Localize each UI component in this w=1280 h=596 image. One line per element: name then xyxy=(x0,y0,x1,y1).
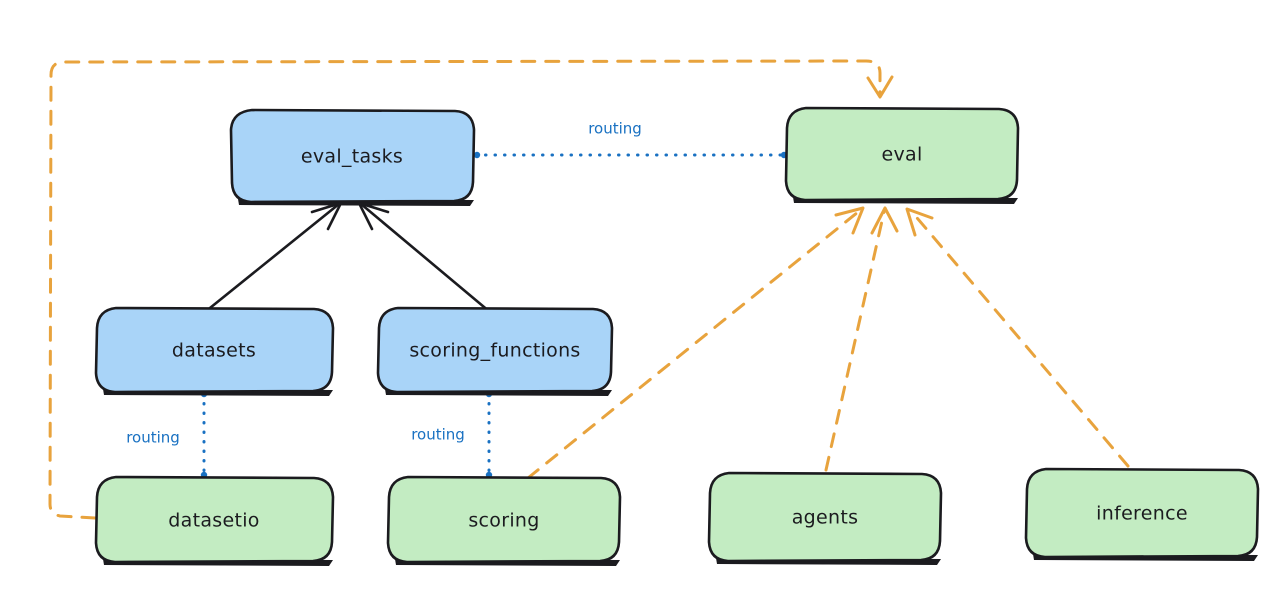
edge-datasets-datasetio xyxy=(200,390,208,479)
node-label-agents: agents xyxy=(792,507,859,529)
node-agents[interactable]: agents xyxy=(707,471,943,565)
edge-label-routing-scoring-functions-scoring: routing xyxy=(398,422,478,446)
edge-inference-eval xyxy=(905,207,1130,468)
node-datasetio[interactable]: datasetio xyxy=(94,475,335,566)
node-scoring[interactable]: scoring xyxy=(386,475,622,566)
node-label-inference: inference xyxy=(1096,503,1188,525)
node-label-scoring: scoring xyxy=(468,510,539,532)
node-label-datasetio: datasetio xyxy=(168,510,259,532)
node-eval[interactable]: eval xyxy=(784,106,1020,204)
edge-agents-eval xyxy=(824,206,899,472)
edge-label-text: routing xyxy=(411,426,465,444)
node-datasets[interactable]: datasets xyxy=(94,306,335,396)
edge-label-text: routing xyxy=(126,429,180,447)
node-eval-tasks[interactable]: eval_tasks xyxy=(229,108,476,206)
edge-eval_tasks-eval xyxy=(473,151,788,159)
edge-label-routing-eval-tasks-eval: routing xyxy=(575,116,655,140)
node-label-eval-tasks: eval_tasks xyxy=(301,146,403,168)
edge-label-text: routing xyxy=(588,120,642,138)
edge-datasetio-eval xyxy=(48,59,894,520)
edge-label-routing-datasets-datasetio: routing xyxy=(113,425,193,449)
edge-scoring_functions-scoring xyxy=(485,390,493,479)
edge-scoring-eval xyxy=(526,206,865,480)
edge-datasets-eval_tasks xyxy=(203,201,343,314)
node-label-eval: eval xyxy=(881,144,922,166)
node-label-scoring-functions: scoring_functions xyxy=(409,340,580,362)
edge-scoring_functions-eval_tasks xyxy=(357,201,492,314)
node-scoring-functions[interactable]: scoring_functions xyxy=(376,306,614,396)
node-label-datasets: datasets xyxy=(172,340,256,362)
node-inference[interactable]: inference xyxy=(1024,467,1260,561)
